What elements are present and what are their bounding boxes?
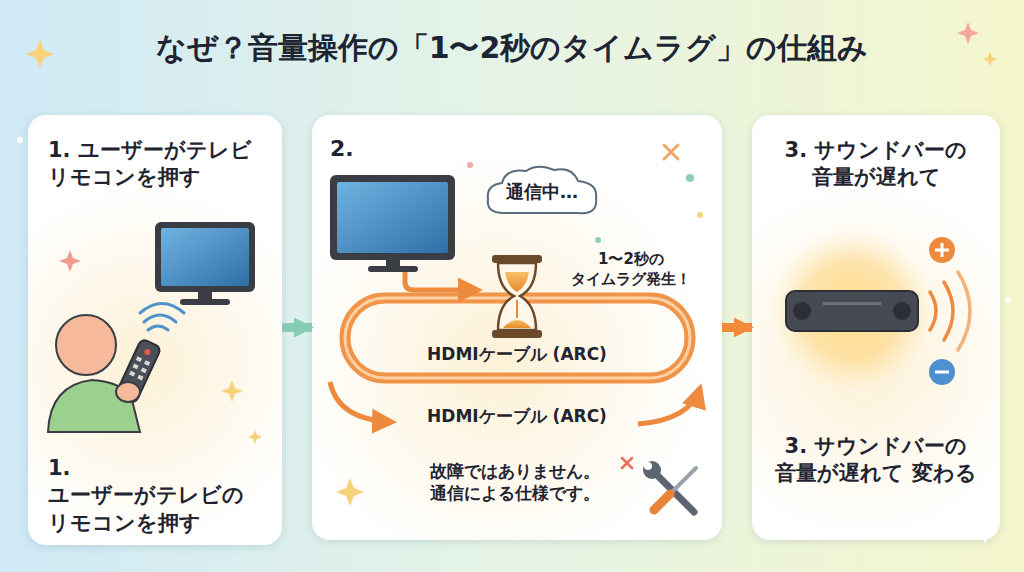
body-text: HDMIケーブル (ARC) bbox=[417, 343, 617, 365]
flow-arrow bbox=[282, 323, 312, 332]
step-panel: 3. サウンドバーの 音量が遅れて 3. サウンドバーの 音量が遅れて 変わる bbox=[752, 115, 1000, 540]
heading-text: 通信中… bbox=[506, 180, 578, 203]
body-text: HDMIケーブル (ARC) bbox=[417, 405, 617, 427]
title: なぜ？音量操作の「1〜2秒のタイムラグ」の仕組み bbox=[0, 28, 1024, 69]
heading-text: 2. bbox=[330, 135, 390, 164]
flow-arrow bbox=[722, 323, 752, 332]
heading-text: 1. ユーザーがテレビ リモコンを押す bbox=[48, 137, 273, 192]
step-panel: 1. ユーザーがテレビ リモコンを押す 1. ユーザーがテレビの リモコンを押す bbox=[28, 115, 282, 545]
body-text: 故障ではありません。 通信による仕様です。 bbox=[407, 460, 622, 504]
heading-text: 3. サウンドバーの 音量が遅れて bbox=[768, 137, 984, 192]
body-text: 3. サウンドバーの 音量が遅れて 変わる bbox=[768, 433, 984, 488]
speech-cloud: 通信中… bbox=[482, 163, 602, 221]
step-panel: 2. 1〜2秒の タイムラグ発生！ HDMIケーブル (ARC) HDMIケーブル (… bbox=[312, 115, 722, 540]
body-text: 1. ユーザーがテレビの リモコンを押す bbox=[48, 455, 273, 537]
body-text: 1〜2秒の タイムラグ発生！ bbox=[557, 250, 705, 289]
